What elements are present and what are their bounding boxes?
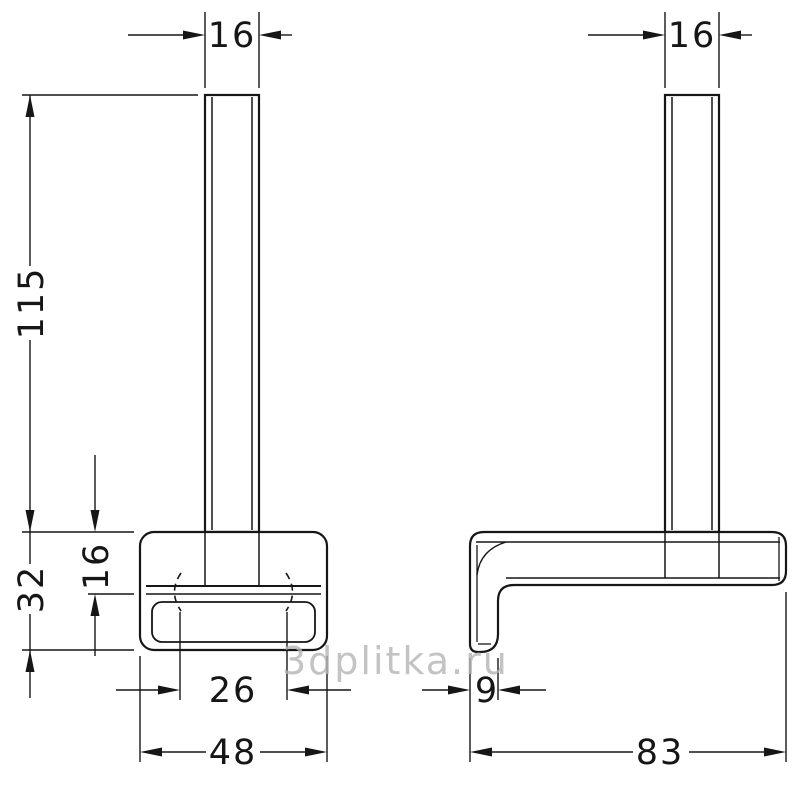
dim-label-front-bar-width: 16 (208, 16, 257, 56)
dim-front-base-width: 48 (139, 656, 328, 773)
dim-label-front-base-height: 32 (12, 565, 52, 614)
front-hidden-clip-left (173, 572, 182, 612)
arrowhead (470, 747, 492, 757)
arrowhead (643, 30, 665, 40)
front-base-outline (138, 530, 329, 652)
dim-side-hook-thickness: 9 (422, 658, 546, 711)
arrowhead (498, 685, 520, 695)
watermark-text: 3dplitka.ru (282, 639, 509, 683)
dim-label-front-height: 115 (12, 267, 52, 340)
front-view (138, 93, 329, 652)
arrowhead (305, 747, 327, 757)
dim-front-roll-width: 26 (116, 612, 351, 711)
dim-front-bar-width: 16 (128, 12, 292, 88)
arrowhead (259, 30, 281, 40)
side-bar-outline (663, 93, 721, 534)
arrowhead (25, 95, 35, 117)
arrowhead (90, 594, 100, 616)
arrowhead (25, 650, 35, 672)
dim-front-height: 115 (12, 94, 198, 533)
side-plate-outline (468, 530, 788, 654)
side-view (468, 93, 788, 654)
front-base-inner-outline (151, 601, 316, 643)
dim-side-depth: 83 (469, 592, 787, 773)
dim-label-front-roll-width: 26 (209, 671, 258, 711)
dim-label-front-base-width: 48 (209, 733, 258, 773)
side-lip-fillet-curve (476, 541, 507, 576)
arrowhead (183, 30, 205, 40)
dim-label-side-bar-depth: 16 (668, 16, 717, 56)
arrowhead (719, 30, 741, 40)
dim-label-side-hook-thickness: 9 (475, 671, 499, 711)
arrowhead (287, 685, 309, 695)
dim-side-bar-depth: 16 (588, 12, 752, 88)
dim-label-front-base-inner-height: 16 (77, 542, 117, 591)
dim-front-base-inner-height: 16 (77, 455, 134, 656)
arrowhead (90, 510, 100, 532)
arrowhead (448, 685, 470, 695)
dim-label-side-depth: 83 (636, 733, 685, 773)
front-hidden-clip-right (285, 572, 294, 612)
arrowhead (140, 747, 162, 757)
arrowhead (25, 510, 35, 532)
arrowhead (158, 685, 180, 695)
dim-front-base-height: 32 (12, 532, 134, 698)
front-bar-outline (203, 93, 261, 534)
arrowhead (764, 747, 786, 757)
